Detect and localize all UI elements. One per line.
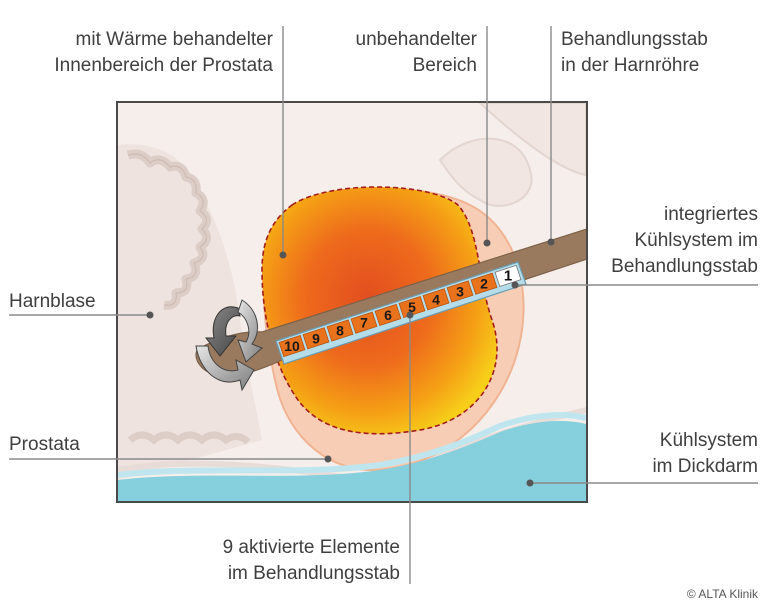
rectum-cooling — [118, 421, 586, 501]
lower-bladder-folds — [127, 431, 251, 445]
label-bladder: Harnblase — [9, 291, 154, 319]
cooling-rectum-line-1: Kühlsystem — [660, 430, 758, 451]
label-cooling-rectum: Kühlsystem im Dickdarm — [526, 430, 758, 487]
circulation-arrow-icon — [195, 299, 263, 392]
bladder-marker — [146, 311, 154, 319]
heated-inner-line-2: Innenbereich der Prostata — [54, 55, 273, 76]
element-cell-8: 8 — [326, 319, 354, 342]
rod-marker — [547, 238, 555, 246]
element-cell-box — [494, 264, 522, 287]
element-cell-box — [278, 335, 306, 358]
heated-inner-marker — [279, 251, 287, 259]
cooling-rectum-marker — [526, 479, 534, 487]
untreated-line-1: unbehandelter — [356, 29, 478, 50]
element-cell-box — [350, 311, 378, 334]
element-cell-box — [446, 280, 474, 303]
prostate-marker — [324, 455, 332, 463]
bladder-label: Harnblase — [9, 291, 96, 312]
element-number: 7 — [360, 315, 368, 331]
bladder-wall — [118, 144, 262, 480]
bladder-lining-outline — [127, 153, 208, 306]
copyright-notice: © ALTA Klinik — [687, 587, 759, 601]
element-cell-box — [302, 327, 330, 350]
element-cell-box — [326, 319, 354, 342]
element-cell-box — [398, 296, 426, 319]
cooling-in-rod-line-3: Behandlungsstab — [611, 256, 758, 277]
cooling-rectum-line-2: im Dickdarm — [652, 456, 758, 477]
rod-in-urethra-line-1: Behandlungsstab — [561, 29, 708, 50]
cooling-rod-marker — [511, 281, 519, 289]
element-cell-box — [470, 272, 498, 295]
label-heated-inner: mit Wärme behandelter Innenbereich der P… — [54, 26, 287, 259]
element-cell-3: 3 — [446, 280, 474, 303]
element-cell-box — [422, 288, 450, 311]
active-elements-line-1: 9 aktivierte Elemente — [223, 537, 400, 558]
element-cell-box — [374, 303, 402, 326]
element-number: 2 — [480, 276, 488, 292]
element-number: 8 — [336, 323, 344, 339]
element-number: 5 — [408, 299, 416, 315]
active-elements-marker — [406, 311, 414, 319]
upper-right-tissue — [478, 103, 586, 177]
cooling-in-rod-line-2: Kühlsystem im — [634, 230, 758, 251]
label-rod-in-urethra: Behandlungsstab in der Harnröhre — [547, 26, 708, 246]
label-cooling-in-rod: integriertes Kühlsystem im Behandlungsst… — [511, 204, 758, 289]
element-number: 10 — [284, 338, 300, 354]
element-cell-4: 4 — [422, 288, 450, 311]
element-cell-5: 5 — [398, 296, 426, 319]
element-cell-1: 1 — [494, 264, 522, 287]
element-cell-7: 7 — [350, 311, 378, 334]
active-elements-line-2: im Behandlungsstab — [228, 563, 400, 584]
element-number: 4 — [432, 291, 440, 307]
label-active-elements: 9 aktivierte Elemente im Behandlungsstab — [223, 311, 414, 584]
element-cell-10: 10 — [278, 335, 306, 358]
untreated-line-2: Bereich — [413, 55, 477, 76]
untreated-marker — [483, 239, 491, 247]
element-number: 9 — [312, 330, 320, 346]
cooling-in-rod-line-1: integriertes — [664, 204, 758, 225]
element-number: 3 — [456, 284, 464, 300]
label-untreated: unbehandelter Bereich — [356, 26, 491, 247]
seminal-vesicle-outline — [438, 137, 533, 207]
element-cell-2: 2 — [470, 272, 498, 295]
element-number: 6 — [384, 307, 392, 323]
prostate-label: Prostata — [9, 434, 80, 455]
label-prostate: Prostata — [9, 434, 332, 463]
heated-inner-line-1: mit Wärme behandelter — [76, 29, 274, 50]
rod-in-urethra-line-2: in der Harnröhre — [561, 55, 699, 76]
element-number: 1 — [504, 267, 512, 284]
element-cell-6: 6 — [374, 303, 402, 326]
element-cell-9: 9 — [302, 327, 330, 350]
